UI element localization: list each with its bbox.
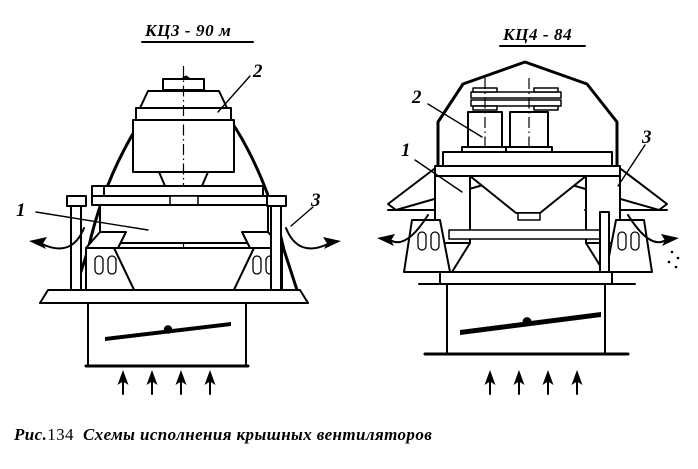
right-cone-hub [517,212,541,221]
left-shaft-hub [169,195,199,206]
right-vertical-post [599,211,610,273]
right-stipple-dot-4 [674,265,678,269]
right-stipple-dot-3 [667,260,671,264]
right-louver-slot-2 [430,231,440,251]
right-belt-upper [470,91,562,99]
right-outlet-airflow-arrows [377,214,680,269]
left-outlet-airflow-arrows [29,227,341,250]
left-inlet-arrow-1 [117,370,129,395]
figure-caption-text: Схемы исполнения крышных вентиляторов [82,425,433,444]
right-casing-top-plate [434,165,621,177]
right-callout-3-leader [617,144,646,187]
left-callout-3-leader [290,206,314,227]
right-right-pulley-flange-top [533,87,559,93]
right-inlet-arrow-2 [513,370,525,395]
left-roof-deck-plate [39,289,309,304]
right-stipple-dot-1 [670,250,674,254]
left-mounting-plate-left-step [91,185,105,197]
figure-caption: Рис.134 Схемы исполнения крышных вентилят… [14,425,432,445]
right-equipment-base-plate [442,151,613,167]
left-callout-2-label: 2 [252,61,263,82]
left-inlet-arrow-3 [175,370,187,395]
right-louver-slot-1 [417,231,427,251]
left-damper-pivot [163,325,173,334]
left-inlet-duct [84,302,250,368]
left-callout-3-label: 3 [310,190,321,211]
figure-caption-number: 134 [47,425,74,444]
right-inlet-arrow-1 [484,370,496,395]
right-outlet-arrow-left-curve [389,214,429,244]
left-outlet-arrow-right-curve [285,227,329,250]
left-leg-column-right [270,205,282,294]
right-weather-hood-cap [436,60,619,169]
left-louver-slot-2 [107,255,117,275]
left-callouts: 1 2 3 [16,61,321,231]
right-callouts: 1 2 3 [401,87,652,193]
scheme-left-title: КЦ3 - 90 м [144,21,231,40]
right-outlet-arrow-right-curve [627,214,667,244]
right-fan-casing [403,165,653,273]
left-outlet-arrow-left-head [29,237,47,249]
left-duct-body [87,302,247,367]
left-outlet-arrow-right-head [323,237,341,249]
left-fan-casing-box [99,204,269,244]
right-outlet-arrow-right-head [661,234,679,246]
left-louver-slot-3 [252,255,262,275]
left-inlet-arrow-4 [204,370,216,395]
scheme-right-kc4-84: КЦ4 - 84 [377,25,680,395]
scheme-right-title: КЦ4 - 84 [502,25,572,44]
left-leg-cap-left [66,195,87,207]
left-callout-2-leader [217,75,251,113]
right-inlet-arrow-3 [542,370,554,395]
right-right-pulley-flange-bottom [533,105,559,111]
right-damper-pivot [522,317,532,326]
left-callout-1-label: 1 [16,200,26,221]
right-belt-lower [470,99,562,107]
right-inlet-airflow-arrows [484,370,583,395]
right-inlet-cone [469,175,587,214]
right-outlet-arrow-left-head [377,234,395,246]
figure-caption-prefix: Рис. [14,425,48,444]
right-louver-slot-4 [630,231,640,251]
left-outlet-arrow-left-curve [41,227,85,250]
right-callout-2-leader [427,103,483,138]
right-callout-1-label: 1 [401,140,411,161]
right-inlet-duct [423,283,630,356]
left-fan-casing [85,204,283,295]
right-motor-belt-drive-assembly [442,78,613,182]
right-callout-2-label: 2 [411,87,422,108]
right-inlet-arrow-4 [571,370,583,395]
right-callout-1-leader [414,159,463,193]
left-louver-slot-1 [94,255,104,275]
left-callout-1-leader [35,211,149,231]
left-inlet-arrow-2 [146,370,158,395]
left-impeller-cone [113,247,255,295]
left-inlet-airflow-arrows [117,370,216,395]
right-callout-3-label: 3 [641,127,652,148]
right-roof-support-band [439,271,613,285]
left-mounting-plate-upper [103,185,264,197]
scheme-left-kc3-90m: КЦ3 - 90 м [16,21,341,395]
right-louver-slot-3 [617,231,627,251]
left-leg-cap-right [266,195,287,207]
right-stipple-dot-2 [676,256,680,260]
right-casing-tie-bar [448,229,608,240]
